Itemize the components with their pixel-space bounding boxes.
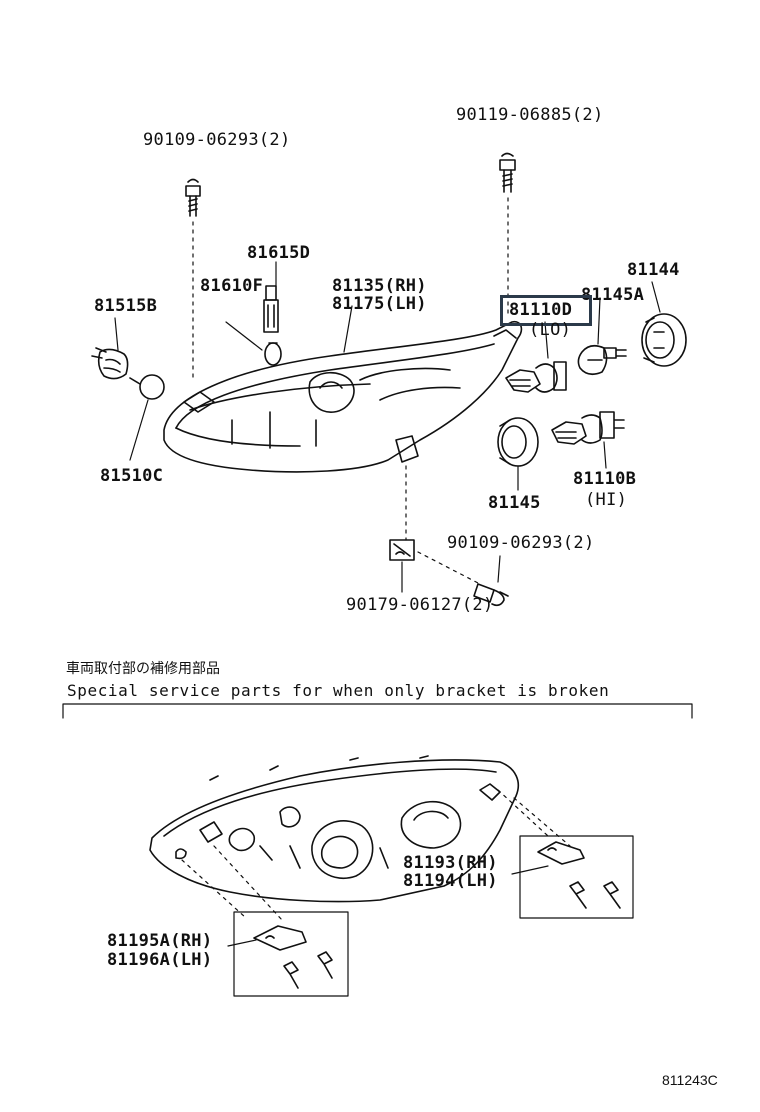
headlamp-rear-view-illustration	[149, 755, 520, 903]
label-81144[interactable]: 81144	[627, 260, 680, 280]
bracket-icon-right	[537, 841, 585, 865]
highlight-box-81110D	[500, 295, 592, 326]
screw-icon-left-2	[317, 951, 333, 979]
label-81515B[interactable]: 81515B	[94, 296, 158, 316]
high-beam-cap-icon	[497, 417, 539, 467]
label-81110B[interactable]: 81110B	[573, 469, 637, 489]
headlamp-assembly-illustration	[163, 320, 523, 473]
label-81193-rh[interactable]: 81193(RH)	[403, 853, 498, 873]
label-81195A-rh[interactable]: 81195A(RH)	[107, 931, 213, 951]
label-81135-rh[interactable]: 81135(RH)	[332, 276, 427, 296]
side-bulb-icon	[129, 374, 165, 400]
screw-icon-left-1	[283, 961, 299, 989]
clip-nut-icon	[389, 539, 415, 561]
bolt-icon-bottom	[473, 583, 509, 607]
label-81145A[interactable]: 81145A	[581, 285, 645, 305]
bolt-icon-top-left	[185, 178, 201, 217]
label-81196A-lh[interactable]: 81196A(LH)	[107, 950, 213, 970]
wedge-bulb-icon	[264, 342, 282, 366]
label-81175-lh[interactable]: 81175(LH)	[332, 294, 427, 314]
label-81110D-lo: (LO)	[529, 320, 572, 340]
screw-icon-right-2	[603, 881, 621, 909]
label-90179-06127[interactable]: 90179-06127(2)	[346, 595, 494, 615]
low-beam-socket-icon	[577, 344, 627, 376]
label-81194-lh[interactable]: 81194(LH)	[403, 871, 498, 891]
dust-cap-icon	[641, 313, 687, 367]
wedge-bulb-socket-icon	[263, 285, 279, 333]
label-81110B-hi: (HI)	[585, 490, 628, 510]
note-japanese: 車両取付部の補修用部品	[66, 661, 220, 677]
side-socket-icon	[91, 347, 129, 380]
label-81145[interactable]: 81145	[488, 493, 541, 513]
low-beam-bulb-icon	[505, 361, 567, 393]
screw-icon-right-1	[569, 881, 587, 909]
label-81615D[interactable]: 81615D	[247, 243, 311, 263]
bracket-icon-left	[253, 925, 307, 951]
label-90109-06293-bottom[interactable]: 90109-06293(2)	[447, 533, 595, 553]
bolt-icon-top-right	[499, 152, 516, 193]
label-81110D[interactable]: 81110D	[509, 300, 573, 320]
high-beam-bulb-icon	[551, 411, 625, 445]
label-81610F[interactable]: 81610F	[200, 276, 264, 296]
label-90119-06885[interactable]: 90119-06885(2)	[456, 105, 604, 125]
figure-id: 811243C	[662, 1072, 718, 1088]
label-90109-06293-top[interactable]: 90109-06293(2)	[143, 130, 291, 150]
label-81510C[interactable]: 81510C	[100, 466, 164, 486]
note-english: Special service parts for when only brac…	[67, 681, 610, 700]
